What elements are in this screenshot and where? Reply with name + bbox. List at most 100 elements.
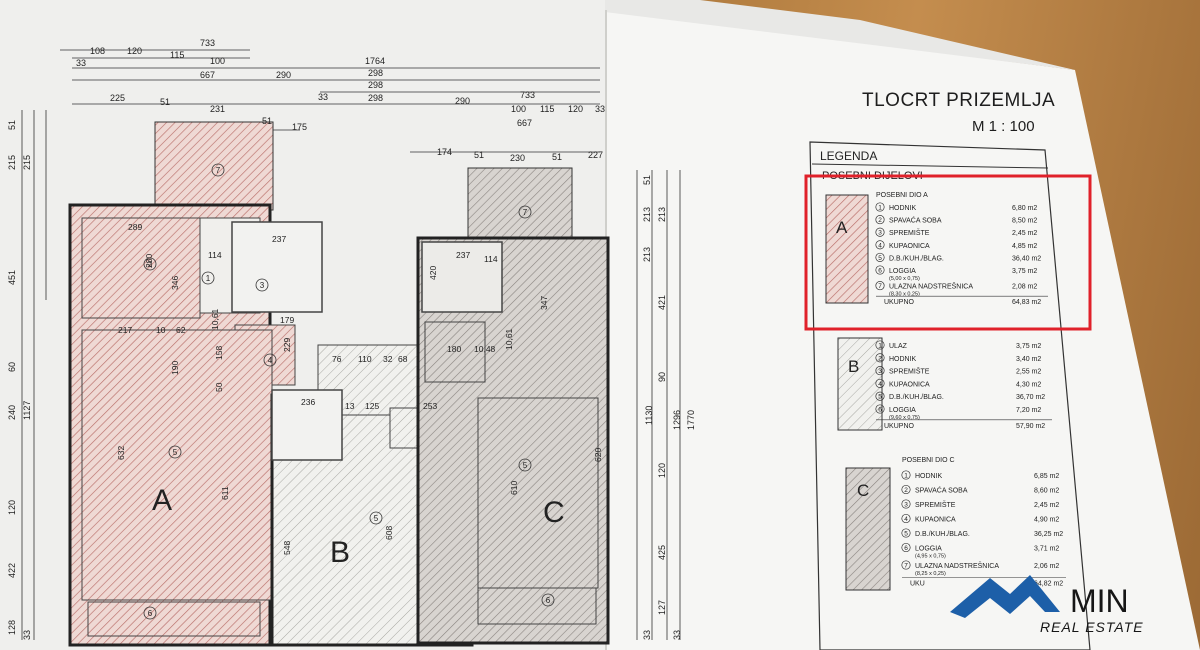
room-dim: 10 [156, 325, 166, 335]
svg-text:1: 1 [206, 274, 211, 283]
dim-label: 231 [210, 104, 225, 114]
dim-label: 667 [200, 70, 215, 80]
legend-row-number: 7 [878, 283, 882, 290]
dim-label: 33 [22, 630, 32, 640]
plan-letter-a: A [152, 484, 172, 517]
dim-label: 215 [22, 155, 32, 170]
dim-label: 51 [262, 116, 272, 126]
svg-text:5: 5 [523, 461, 528, 470]
legend-unit-b: B [837, 337, 883, 431]
dim-label: 100 [511, 104, 526, 114]
dim-label: 120 [127, 46, 142, 56]
legend-row-number: 5 [878, 394, 882, 401]
dim-label: 51 [552, 152, 562, 162]
legend-row-number: 2 [878, 217, 882, 224]
legend-unit-c: C POSEBNI DIO C [845, 457, 955, 591]
legend-row-sub: (5,00 x 0,75) [889, 276, 920, 282]
dim-label: 213 [642, 207, 652, 222]
dim-label: 60 [7, 362, 17, 372]
legend-row-area: 8,50 m2 [1012, 218, 1037, 225]
legend-row-area: 3,75 m2 [1012, 268, 1037, 275]
dim-label: 1770 [686, 410, 696, 430]
legend-row-number-circle [875, 353, 885, 363]
legend-letter-c: C [857, 481, 869, 500]
legend-row-area: 36,40 m2 [1012, 255, 1041, 262]
legend-row-sub: (8,30 x 0,25) [889, 292, 920, 298]
legend-row-area: 2,45 m2 [1012, 230, 1037, 237]
room-dim: 10,61 [210, 308, 220, 330]
room-dim: 253 [423, 401, 437, 411]
legend-row-number-circle [901, 560, 911, 570]
legend-row-number: 1 [904, 473, 908, 480]
legend-row-number-circle [875, 240, 885, 250]
legend-row-area: 4,85 m2 [1012, 243, 1037, 250]
legend-row-area: 4,30 m2 [1016, 381, 1041, 388]
legend-row-number-circle [875, 252, 885, 262]
legend-row-number-circle [875, 404, 885, 414]
plan-title: TLOCRT PRIZEMLJA [862, 90, 1056, 111]
legend-row-area: 8,60 m2 [1034, 488, 1059, 495]
svg-text:3: 3 [260, 281, 265, 290]
legend-row-number-circle [875, 391, 885, 401]
room-dim: 158 [214, 346, 224, 360]
logo-brand: MIN [1070, 583, 1129, 619]
legend-row: 6 LOGGIA 3,75 m2 (5,00 x 0,75) [875, 265, 1037, 282]
dim-label: 298 [368, 68, 383, 78]
room-dim: 548 [282, 541, 292, 555]
dim-label: 127 [657, 600, 667, 615]
dim-label: 422 [7, 563, 17, 578]
svg-text:5: 5 [173, 448, 178, 457]
legend-row-number: 6 [878, 268, 882, 275]
room-dim: 237 [456, 250, 470, 260]
dim-label: 100 [210, 56, 225, 66]
legend-row-sub: (9,60 x 0,75) [889, 415, 920, 421]
room-dim: 217 [118, 325, 132, 335]
room-dim: 32 [383, 354, 393, 364]
room-dim: 346 [170, 276, 180, 290]
dim-label: 1127 [22, 401, 32, 420]
legend-row-number-circle [875, 215, 885, 225]
legend-c-header: POSEBNI DIO C [902, 457, 955, 464]
legend-row-name: LOGGIA [889, 268, 916, 275]
room-dim: 347 [539, 296, 549, 310]
legend-row-name: D.B./KUH./BLAG. [889, 255, 944, 262]
legend-row-area: 4,90 m2 [1034, 517, 1059, 524]
dim-label: 290 [276, 70, 291, 80]
legend-row-number-circle [901, 542, 911, 553]
unit-c-plan [416, 167, 610, 645]
svg-text:2: 2 [148, 260, 153, 269]
legend-row-number: 4 [904, 516, 908, 523]
legend-row-name: HODNIK [915, 473, 943, 480]
legend-row-number: 7 [904, 563, 908, 570]
unit-a-plan [68, 121, 323, 647]
legend-title: LEGENDA [820, 149, 877, 163]
room-dim: 620 [593, 448, 603, 462]
room-dim: 50 [214, 382, 224, 392]
dim-label: 120 [657, 463, 667, 478]
svg-text:7: 7 [216, 166, 221, 175]
legend-row-number-circle [875, 366, 885, 376]
svg-text:6: 6 [148, 609, 153, 618]
legend-row-number-circle [901, 499, 911, 509]
dim-label: 667 [517, 118, 532, 128]
room-dim: 237 [272, 234, 286, 244]
legend-frame [809, 141, 1091, 650]
legend-row-number-circle [901, 513, 911, 524]
legend-row-number-circle [901, 484, 911, 495]
legend-row-name: HODNIK [889, 356, 917, 363]
legend-row-name: SPREMIŠTE [915, 500, 956, 509]
dim-label: 90 [657, 372, 667, 382]
legend-row-area: 3,71 m2 [1034, 546, 1059, 553]
legend-row-number: 3 [904, 502, 908, 509]
